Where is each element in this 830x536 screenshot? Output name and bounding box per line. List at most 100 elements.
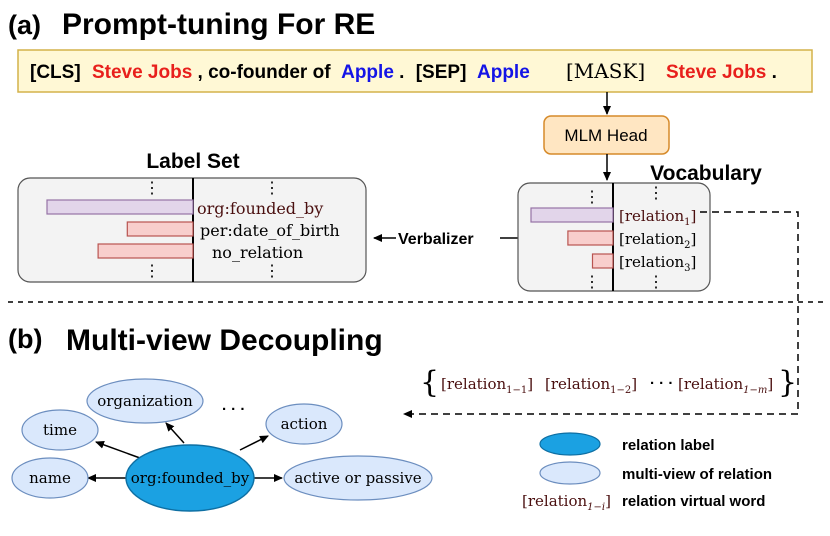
legend-virtual-word-base: [relation [522,492,587,510]
vocab-relation-2: [relation2] [619,230,696,251]
vocabulary-title: Vocabulary [650,162,762,185]
vocab-words-dots-top: ⋮ [648,183,664,202]
label-bars-dots-bottom: ⋮ [144,261,160,280]
legend-virtual-word-text: relation virtual word [622,493,765,510]
legend-multi-view-text: multi-view of relation [622,466,772,483]
legend-relation-label-text: relation label [622,437,715,454]
vocab-words-dots-bottom: ⋮ [648,272,664,291]
vocab-relation-3-base: [relation [619,253,684,271]
edge-to-organization [165,422,185,444]
node-active-or-passive [283,455,433,501]
graph-edges [87,422,283,482]
label-org-founded-by: org:founded_by [197,199,323,218]
dashed-decoupling-arrow [403,211,799,418]
vocabulary-bar-1 [530,207,614,223]
prompt-box: [CLS] Steve Jobs , co-founder of Apple .… [17,49,813,93]
set-close-brace: } [778,365,797,400]
legend-multi-view-swatch [539,461,601,485]
vocab-relation-1-base: [relation [619,207,684,225]
vocab-relation-2-close: ] [691,230,697,248]
virtual-word-1-1: [relation1−1] [441,375,533,396]
edge-to-action [239,435,269,451]
node-action-label: action [281,415,328,433]
legend: relation label multi-view of relation [r… [522,432,772,513]
virtual-word-1-1-close: ] [527,375,533,393]
verbalizer-label: Verbalizer [398,231,474,248]
mlm-head-box: MLM Head [543,115,670,155]
vocab-relation-1-sub: 1 [684,217,690,228]
vocab-relation-2-sub: 2 [684,240,690,251]
sep-token: [SEP] [416,62,467,83]
vocabulary-panel: ⋮ ⋮ ⋮ ⋮ [relation1] [relation2] [relatio… [517,182,711,292]
virtual-word-1-2-sub: 1−2 [610,385,631,396]
vocab-relation-3: [relation3] [619,253,696,274]
vocab-relation-3-sub: 3 [684,263,690,274]
legend-virtual-word-symbol: [relation1−i] [522,492,611,513]
label-names-dots-bottom: ⋮ [264,261,280,280]
virtual-word-1-2: [relation1−2] [545,375,637,396]
vocab-relation-2-base: [relation [619,230,684,248]
graph-nodes: organization time name · · · action acti… [11,378,433,512]
subject-entity: Steve Jobs [92,62,192,83]
prompt-sentence: [CLS] Steve Jobs , co-founder of Apple .… [30,62,530,83]
section-a-title: Prompt-tuning For RE [62,8,375,41]
virtual-word-1-m-base: [relation [678,375,743,393]
legend-virtual-word-sub: 1−i [587,502,605,513]
virtual-word-1-m-sub: 1−m [743,385,767,396]
vocabulary-bars [530,207,614,269]
prompt-end-period: . [772,62,777,83]
legend-relation-label-swatch [539,432,601,456]
virtual-word-1-1-sub: 1−1 [506,385,527,396]
section-b-title: Multi-view Decoupling [66,324,383,357]
mask-token: [MASK] [566,59,645,83]
vocab-relation-1: [relation1] [619,207,696,228]
node-name [11,457,89,499]
edge-to-time [95,440,141,459]
graph-ellipsis: · · · [222,401,245,418]
virtual-word-set: { [relation1−1] [relation1−2] · · · [rel… [420,365,797,400]
vocab-relation-3-close: ] [691,253,697,271]
label-set-bar-3 [97,243,194,259]
prompt-period: . [399,62,404,83]
vocab-relation-1-close: ] [691,207,697,225]
label-set-bars [46,199,194,259]
set-open-brace: { [420,365,439,400]
node-organization-label: organization [97,392,193,410]
label-set-bar-1 [46,199,194,215]
cls-token: [CLS] [30,62,81,83]
label-bars-dots-top: ⋮ [144,178,160,197]
node-time [21,409,99,451]
section-a-marker: (a) [8,10,41,40]
virtual-word-ellipsis: · · · [650,375,673,392]
template-subject-entity: Steve Jobs [666,62,766,83]
node-time-label: time [43,421,77,439]
node-active-or-passive-label: active or passive [294,469,421,487]
mlm-head-label: MLM Head [564,126,647,145]
node-action [265,403,343,445]
template-object-entity: Apple [477,62,530,83]
legend-virtual-word-close: ] [605,492,611,510]
label-set-bar-2 [126,221,194,237]
virtual-word-1-m: [relation1−m] [678,375,773,396]
label-names-dots-top: ⋮ [264,178,280,197]
node-center-relation [125,444,255,512]
label-set-panel: ⋮ ⋮ ⋮ ⋮ org:founded_by per:date_of_birth… [17,177,367,283]
prompt-middle-text: , co-founder of [198,62,332,83]
virtual-word-1-2-close: ] [631,375,637,393]
template-subject: Steve Jobs . [666,62,777,83]
label-per-date-of-birth: per:date_of_birth [200,221,340,240]
vocabulary-bar-3 [591,253,614,269]
label-no-relation: no_relation [212,243,303,262]
prompt-box-background [17,49,813,93]
node-name-label: name [29,469,71,487]
section-b-marker: (b) [8,324,42,354]
vocab-bars-dots-top: ⋮ [584,187,600,206]
node-center-label: org:founded_by [131,469,250,487]
label-set-title: Label Set [146,150,239,173]
virtual-word-1-m-close: ] [767,375,773,393]
object-entity: Apple [341,62,394,83]
node-organization [86,378,204,424]
vocab-bars-dots-bottom: ⋮ [584,272,600,291]
virtual-word-1-2-base: [relation [545,375,610,393]
